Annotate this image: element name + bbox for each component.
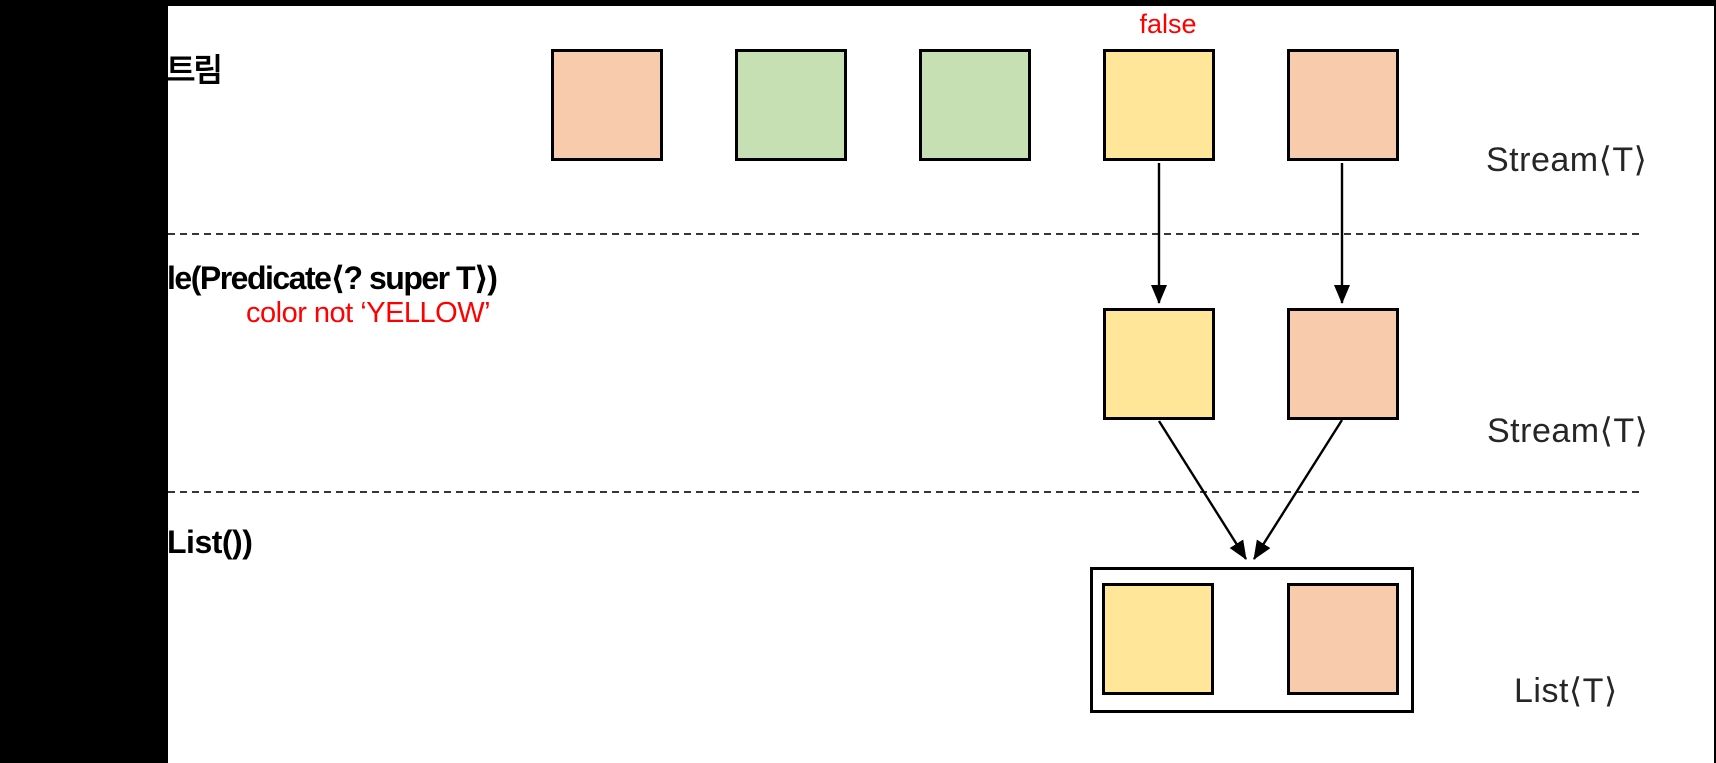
source-stream-square-1-peach (551, 49, 663, 161)
stage3-method-label: List()) (167, 524, 253, 560)
source-stream-square-4-yellow (1103, 49, 1215, 161)
list-element-square-1-yellow (1102, 583, 1214, 695)
list-type-label: List⟨T⟩ (1514, 672, 1618, 710)
stage2-predicate-note: color not ‘YELLOW’ (246, 297, 491, 329)
source-stream-square-2-green (735, 49, 847, 161)
source-stream-square-3-green (919, 49, 1031, 161)
stage2-method-label: le(Predicate⟨? super T⟩) (167, 260, 498, 296)
source-stream-square-5-peach (1287, 49, 1399, 161)
list-element-square-2-peach (1287, 583, 1399, 695)
filtered-stream-square-1-yellow (1103, 308, 1215, 420)
filtered-stream-square-2-peach (1287, 308, 1399, 420)
stream-type-label-1: Stream⟨T⟩ (1486, 141, 1648, 179)
stream-type-label-2: Stream⟨T⟩ (1487, 412, 1649, 450)
stage1-label-korean: 트림 (166, 52, 223, 88)
false-annotation: false (1139, 9, 1197, 39)
